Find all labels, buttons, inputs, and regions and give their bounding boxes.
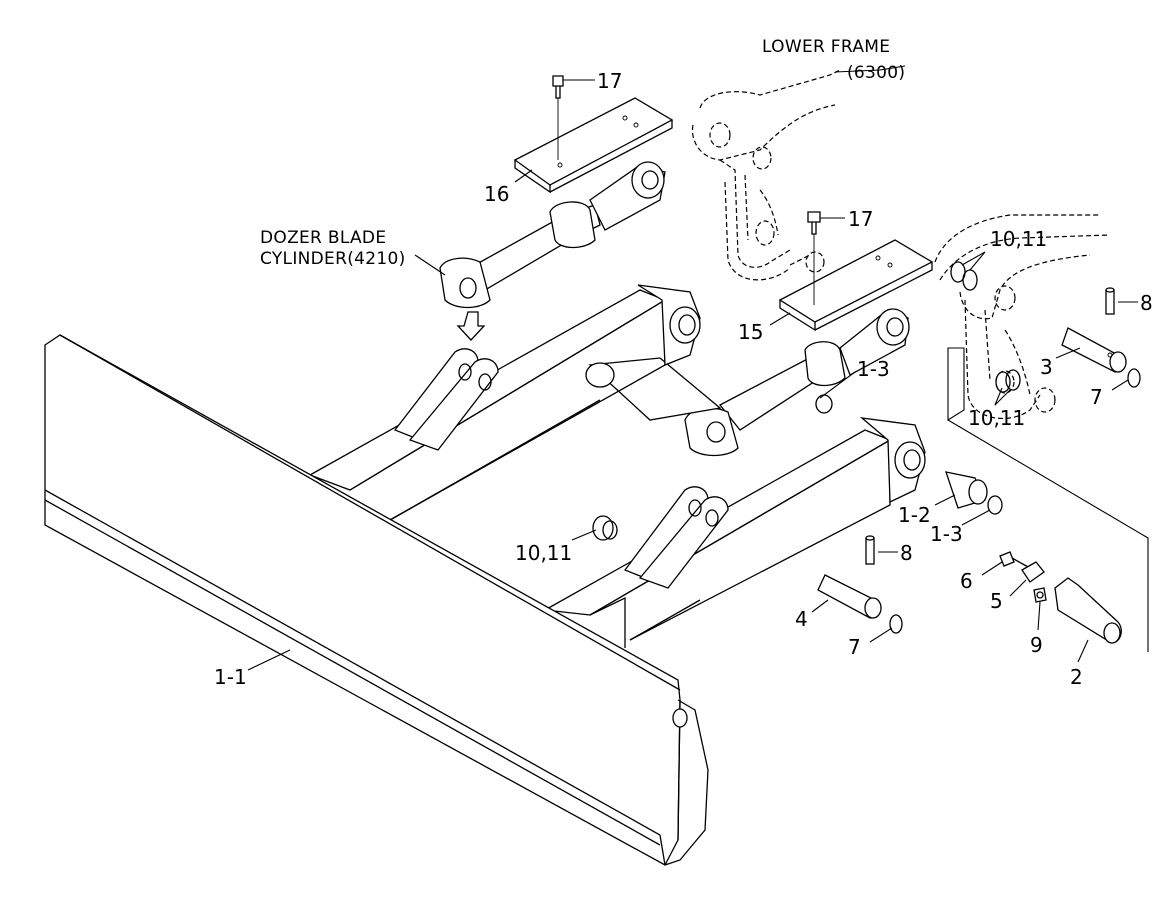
o-ring-1-3-top — [815, 394, 833, 414]
left-clevis — [393, 348, 499, 451]
callout-1-3-lower: 1-3 — [930, 522, 963, 546]
upper-cylinder — [439, 161, 666, 309]
callout-1-1: 1-1 — [214, 665, 247, 689]
callout-8-lower: 8 — [900, 541, 913, 565]
fitting-9 — [1033, 587, 1047, 603]
o-ring-1-3-lower — [987, 495, 1003, 515]
callout-9: 9 — [1030, 633, 1043, 657]
pin-3 — [1061, 327, 1127, 373]
frame-inner-lines — [389, 399, 701, 648]
dozer-blade — [44, 334, 709, 866]
callout-7-lower: 7 — [848, 635, 861, 659]
callout-8-top: 8 — [1140, 291, 1153, 315]
snap-ring-7-top — [1127, 368, 1141, 388]
callout-3: 3 — [1040, 355, 1053, 379]
callout-10-11-mid: 10,11 — [968, 406, 1025, 430]
callout-17-top: 17 — [597, 69, 622, 93]
pin-8-lower — [865, 535, 875, 565]
callout-16: 16 — [484, 182, 509, 206]
down-arrow-icon — [456, 311, 486, 341]
pin-2 — [1054, 577, 1122, 644]
cross-tube — [588, 357, 722, 421]
callout-2: 2 — [1070, 665, 1083, 689]
snap-ring-7-lower — [889, 614, 903, 634]
lower-cylinder — [684, 308, 910, 457]
bushing-10-11-mid — [995, 369, 1021, 393]
cylinder-label-line1: DOZER BLADE — [260, 228, 386, 248]
lower-frame-ref-label: (6300) — [847, 63, 905, 83]
cover-plate-16 — [513, 97, 674, 194]
callout-4: 4 — [795, 607, 808, 631]
bracket-box-right — [947, 419, 1149, 652]
right-clevis — [623, 486, 729, 589]
plate-5 — [1021, 561, 1045, 583]
callout-17-mid: 17 — [848, 207, 873, 231]
callout-1-3-top: 1-3 — [857, 357, 890, 381]
pin-8-top — [1105, 287, 1115, 315]
bolt-17-mid — [807, 211, 821, 305]
callout-5: 5 — [990, 589, 1003, 613]
pin-4 — [817, 574, 882, 619]
leader-lines — [247, 65, 1138, 671]
bolt-17-top — [552, 75, 564, 160]
cross-tube-end — [585, 362, 615, 388]
cylinder-label-line2: CYLINDER(4210) — [260, 249, 406, 269]
callout-1-2: 1-2 — [898, 503, 931, 527]
lower-frame-label: LOWER FRAME — [762, 37, 890, 57]
cover-plate-15 — [778, 239, 934, 332]
bushing-1-2 — [945, 471, 988, 509]
callout-6: 6 — [960, 569, 973, 593]
lower-frame-outline — [691, 69, 1111, 419]
callout-10-11-lower: 10,11 — [515, 541, 572, 565]
bushing-10-11-lower — [592, 515, 618, 541]
callout-10-11-top: 10,11 — [990, 227, 1047, 251]
bracket-box-left — [947, 347, 965, 421]
callout-7-top: 7 — [1090, 385, 1103, 409]
callout-15: 15 — [738, 320, 763, 344]
bolt-6 — [999, 551, 1031, 569]
